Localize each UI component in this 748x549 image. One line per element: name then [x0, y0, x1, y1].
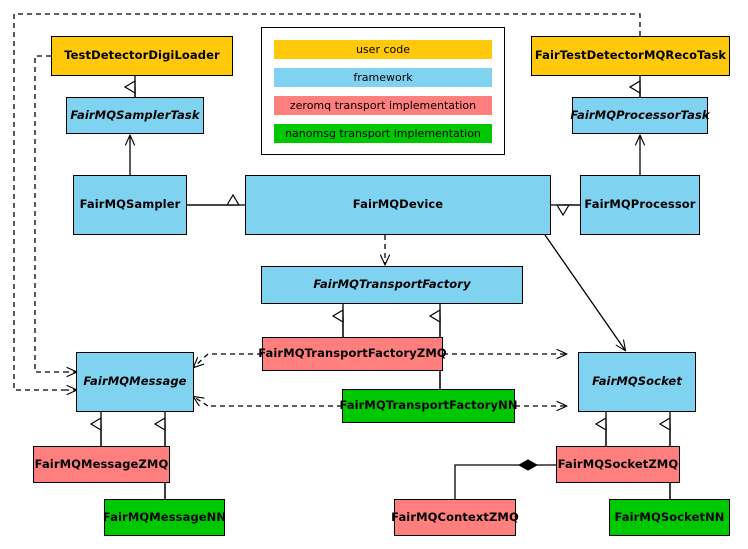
- color-legend: user code framework zeromq transport imp…: [261, 27, 505, 155]
- edge-contextzmq-socketzmq: [454, 465, 537, 499]
- legend-item-nanomsg: nanomsg transport implementation: [274, 123, 492, 143]
- class-box-fairmqsamplertask[interactable]: FairMQSamplerTask: [66, 97, 204, 134]
- class-label: FairMQTransportFactory: [313, 277, 471, 292]
- class-box-fairmqmessagenn[interactable]: FairMQMessageNN: [102, 499, 227, 536]
- class-label: FairMQContextZMQ: [391, 509, 519, 524]
- class-label: FairMQMessageZMQ: [34, 456, 169, 471]
- class-box-fairmqtransportfactorynn[interactable]: FairMQTransportFactoryNN: [339, 389, 518, 423]
- class-box-fairmqdevice[interactable]: FairMQDevice: [245, 175, 551, 235]
- class-label: FairMQTransportFactoryNN: [339, 398, 518, 413]
- class-box-fairmqmessagezmq[interactable]: FairMQMessageZMQ: [33, 446, 170, 483]
- edge-device-socket: [544, 234, 627, 352]
- class-label: FairMQSocketZMQ: [557, 456, 679, 471]
- class-box-fairmqtransportfactory[interactable]: FairMQTransportFactory: [261, 266, 523, 304]
- class-box-fairmqsocketzmq[interactable]: FairMQSocketZMQ: [556, 446, 680, 483]
- class-box-fairmqmessage[interactable]: FairMQMessage: [76, 352, 194, 412]
- class-box-fairmqsampler[interactable]: FairMQSampler: [73, 175, 187, 235]
- edge-digiloader-message: [34, 55, 64, 373]
- class-box-fairmqsocketnn[interactable]: FairMQSocketNN: [609, 499, 730, 536]
- class-box-fairmqcontextzmq[interactable]: FairMQContextZMQ: [391, 499, 519, 536]
- class-label: FairMQProcessorTask: [570, 107, 710, 122]
- class-box-fairtestdetectormqrecotask[interactable]: FairTestDetectorMQRecoTask: [531, 36, 730, 76]
- legend-label: user code: [355, 42, 411, 56]
- legend-item-zeromq: zeromq transport implementation: [274, 95, 492, 115]
- class-label: FairMQSocketNN: [614, 509, 725, 524]
- legend-item-framework: framework: [274, 67, 492, 87]
- class-box-testdetectordigiloader[interactable]: TestDetectorDigiLoader: [51, 36, 233, 76]
- legend-item-user-code: user code: [274, 39, 492, 59]
- class-box-fairmqprocessortask[interactable]: FairMQProcessorTask: [570, 97, 710, 134]
- class-label: TestDetectorDigiLoader: [64, 48, 220, 63]
- legend-label: framework: [353, 70, 413, 84]
- class-label: FairMQProcessor: [584, 197, 696, 212]
- class-label: FairMQSocket: [592, 374, 682, 389]
- class-label: FairTestDetectorMQRecoTask: [534, 48, 727, 63]
- legend-label: zeromq transport implementation: [289, 98, 477, 112]
- class-box-fairmqtransportfactoryzmq[interactable]: FairMQTransportFactoryZMQ: [258, 337, 447, 371]
- class-label: FairMQSamplerTask: [70, 107, 200, 122]
- class-box-fairmqprocessor[interactable]: FairMQProcessor: [580, 175, 700, 235]
- legend-label: nanomsg transport implementation: [285, 126, 481, 140]
- class-label: FairMQTransportFactoryZMQ: [258, 346, 447, 361]
- class-label: FairMQMessageNN: [102, 509, 227, 524]
- class-box-fairmqsocket[interactable]: FairMQSocket: [578, 352, 696, 412]
- class-label: FairMQDevice: [352, 197, 444, 212]
- class-label: FairMQMessage: [83, 374, 187, 389]
- class-label: FairMQSampler: [79, 197, 181, 212]
